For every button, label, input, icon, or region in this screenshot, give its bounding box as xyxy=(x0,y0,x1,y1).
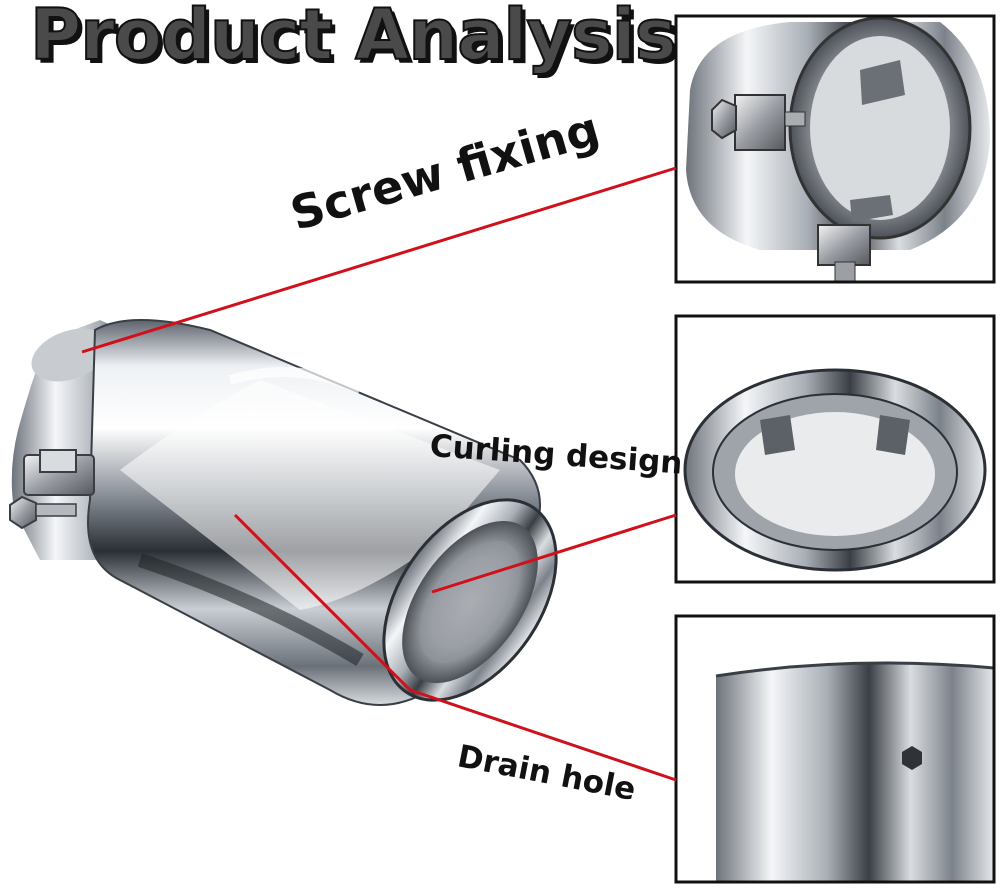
leader-lines xyxy=(81,166,677,782)
detail-frame-top xyxy=(674,14,996,284)
page-title: Product Analysis xyxy=(29,0,677,77)
leader-line-curl xyxy=(431,513,677,594)
leader-line-drain xyxy=(233,513,677,782)
detail-frame-middle xyxy=(674,314,996,584)
detail-curling-design-image xyxy=(676,316,994,582)
detail-frame-bottom xyxy=(674,614,996,884)
drain-hole-icon xyxy=(902,746,922,770)
leader-line-screw xyxy=(81,166,677,354)
detail-screw-fixing-image xyxy=(676,16,994,282)
detail-drain-hole-image xyxy=(676,616,994,882)
exhaust-tip-main-image xyxy=(9,319,558,706)
